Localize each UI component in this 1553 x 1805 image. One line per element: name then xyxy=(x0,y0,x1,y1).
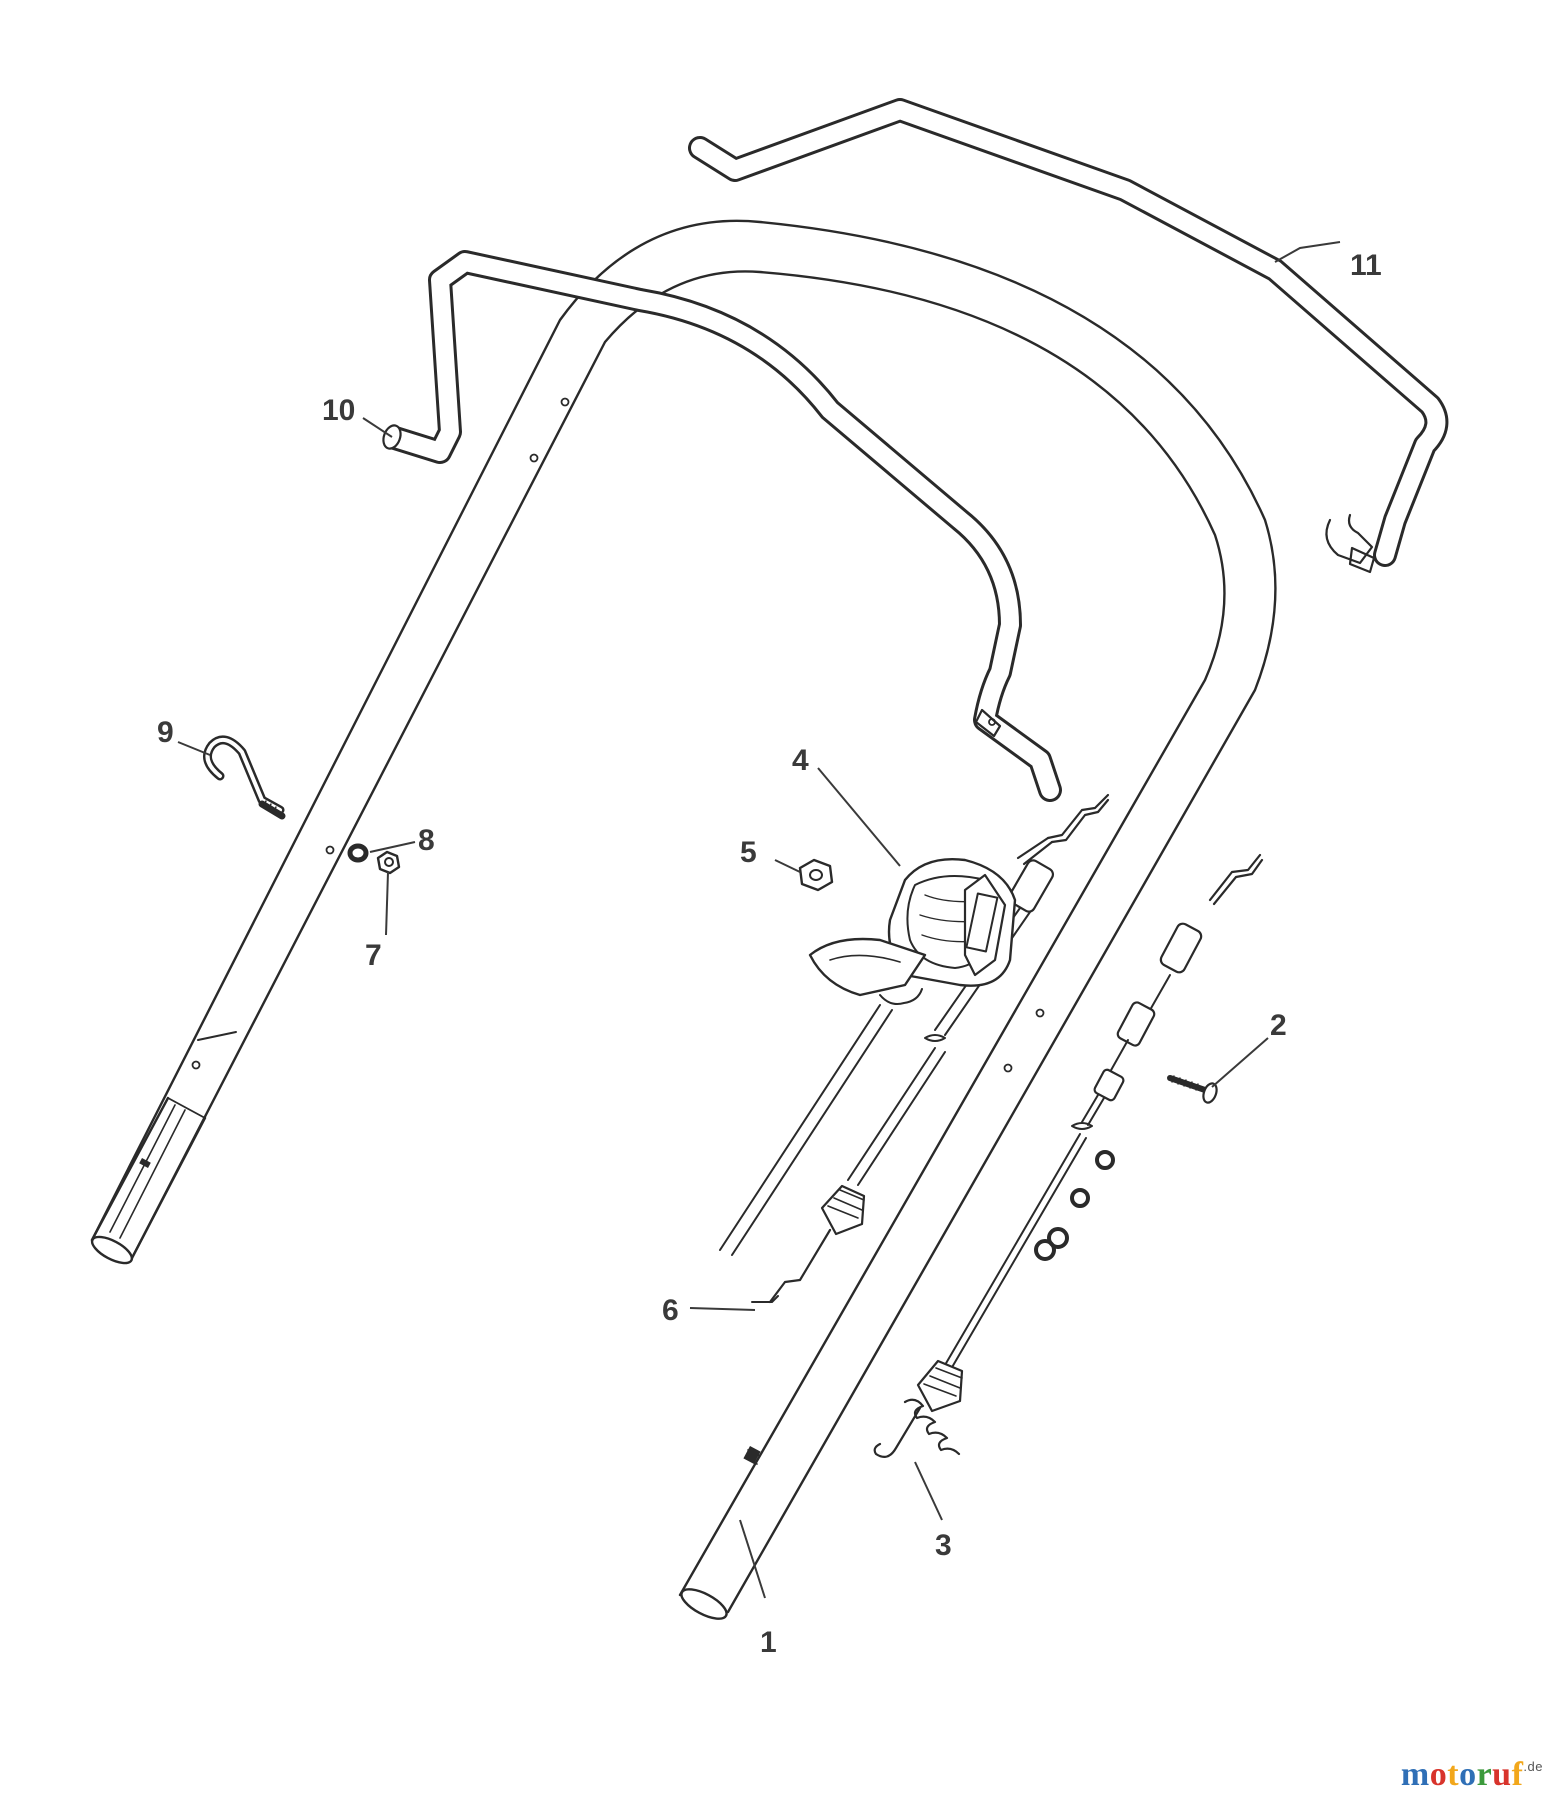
part-8-washer xyxy=(347,843,369,863)
label-1: 1 xyxy=(760,1626,777,1659)
part-3-drive-cable xyxy=(873,853,1264,1459)
wm-letter: u xyxy=(1492,1756,1512,1793)
part-5-nut xyxy=(798,858,834,892)
wm-letter: f xyxy=(1511,1756,1524,1793)
part-11-bail-bar xyxy=(688,98,1449,574)
label-7: 7 xyxy=(365,939,382,972)
washers xyxy=(1034,1150,1115,1261)
part-7-nut xyxy=(376,850,401,875)
part-4-control-housing xyxy=(719,858,1017,1256)
wm-letter: o xyxy=(1459,1756,1477,1793)
part-9-hook-bolt xyxy=(203,735,286,820)
wm-letter: t xyxy=(1447,1756,1460,1793)
wm-letter: m xyxy=(1400,1756,1430,1793)
label-2: 2 xyxy=(1270,1009,1287,1042)
leader-lines xyxy=(177,241,1341,1599)
wm-suffix: .de xyxy=(1523,1759,1543,1774)
label-9: 9 xyxy=(157,716,174,749)
label-4: 4 xyxy=(792,744,809,777)
watermark-logo: motoruf.de xyxy=(1401,1756,1543,1794)
label-10: 10 xyxy=(322,394,355,427)
part-1-main-handle xyxy=(90,219,1277,1620)
label-8: 8 xyxy=(418,824,435,857)
part-2-screw xyxy=(1167,1075,1218,1104)
wm-letter: r xyxy=(1476,1756,1493,1793)
label-6: 6 xyxy=(662,1294,679,1327)
callout-labels: 11 10 9 8 7 5 4 2 6 3 1 xyxy=(157,249,1382,1659)
part-10-bail-bar xyxy=(382,250,1062,802)
label-3: 3 xyxy=(935,1529,952,1562)
label-11: 11 xyxy=(1350,249,1382,282)
label-5: 5 xyxy=(740,836,757,869)
wm-letter: o xyxy=(1429,1756,1448,1793)
